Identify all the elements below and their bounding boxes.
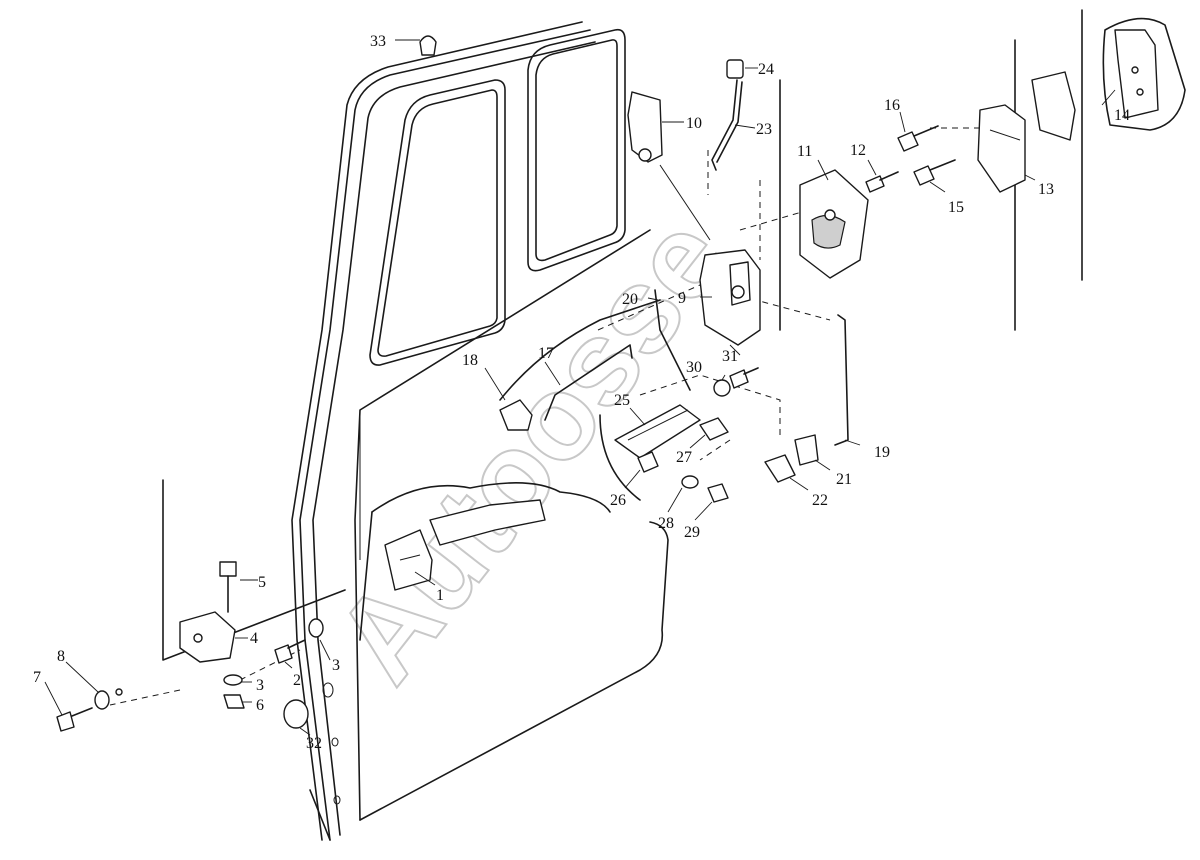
part-8-washer bbox=[94, 688, 123, 710]
callout-17: 17 bbox=[538, 345, 554, 362]
callout-3-lower: 3 bbox=[256, 677, 264, 694]
part-11-latch-block bbox=[799, 169, 869, 279]
part-29-nut bbox=[707, 483, 729, 503]
right-window bbox=[527, 28, 626, 272]
callout-28: 28 bbox=[658, 515, 674, 532]
callout-13: 13 bbox=[1038, 181, 1054, 198]
part-31-bolt bbox=[729, 367, 759, 389]
callout-29: 29 bbox=[684, 524, 700, 541]
callout-32: 32 bbox=[306, 735, 322, 752]
callout-2: 2 bbox=[293, 672, 301, 689]
callout-12: 12 bbox=[850, 142, 866, 159]
part-28-washer bbox=[681, 475, 699, 489]
part-7-bolt bbox=[56, 707, 93, 732]
part-3-washer-upper bbox=[308, 618, 324, 638]
callout-5: 5 bbox=[258, 574, 266, 591]
callout-3-upper: 3 bbox=[332, 657, 340, 674]
callout-20: 20 bbox=[622, 291, 638, 308]
callout-10: 10 bbox=[686, 115, 702, 132]
callout-labels: 33 24 10 23 16 14 11 12 15 13 20 9 18 17… bbox=[33, 33, 1130, 752]
callout-6: 6 bbox=[256, 697, 264, 714]
callout-25: 25 bbox=[614, 392, 630, 409]
callout-27: 27 bbox=[676, 449, 692, 466]
part-5-bolt bbox=[219, 561, 237, 613]
callout-18: 18 bbox=[462, 352, 478, 369]
part-19-rod bbox=[834, 314, 849, 446]
callout-7: 7 bbox=[33, 669, 41, 686]
part-25-inner-handle bbox=[614, 404, 701, 459]
callout-4: 4 bbox=[250, 630, 258, 647]
part-30-washer bbox=[713, 379, 731, 397]
callout-21: 21 bbox=[836, 471, 852, 488]
part-2-bolt bbox=[274, 639, 306, 664]
part-14-plate bbox=[1031, 17, 1186, 141]
part-26-clip bbox=[637, 451, 659, 473]
part-20-rod bbox=[654, 289, 691, 391]
part-21-bracket bbox=[794, 434, 819, 466]
part-9-lock-mechanism bbox=[699, 249, 761, 346]
callout-19: 19 bbox=[874, 444, 890, 461]
part-33-plug bbox=[419, 35, 437, 56]
callout-22: 22 bbox=[812, 492, 828, 509]
door-pillars bbox=[162, 9, 1083, 661]
part-3-washer-lower bbox=[223, 674, 243, 686]
part-15-bolt bbox=[913, 159, 956, 186]
callout-16: 16 bbox=[884, 97, 900, 114]
callout-1: 1 bbox=[436, 587, 444, 604]
callout-30: 30 bbox=[686, 359, 702, 376]
callout-26: 26 bbox=[610, 492, 626, 509]
part-10-bracket bbox=[627, 91, 711, 241]
part-6-nut bbox=[223, 694, 245, 709]
part-18-clip bbox=[499, 399, 533, 431]
part-24-cap bbox=[726, 59, 744, 79]
leader-lines bbox=[44, 39, 1116, 736]
callout-33: 33 bbox=[370, 33, 386, 50]
callout-11: 11 bbox=[797, 143, 812, 160]
callout-31: 31 bbox=[722, 348, 738, 365]
part-22-lever bbox=[764, 454, 796, 483]
callout-15: 15 bbox=[948, 199, 964, 216]
part-4-hinge bbox=[179, 611, 236, 663]
callout-8: 8 bbox=[57, 648, 65, 665]
part-32-plug bbox=[283, 682, 341, 805]
part-23-rod bbox=[711, 79, 743, 171]
left-window bbox=[369, 79, 506, 366]
part-27-clip bbox=[699, 417, 729, 441]
callout-14: 14 bbox=[1114, 107, 1130, 124]
part-17-rod bbox=[544, 344, 633, 421]
part-16-bolt bbox=[897, 125, 939, 152]
door-frame bbox=[291, 21, 669, 841]
callout-23: 23 bbox=[756, 121, 772, 138]
inner-panel bbox=[359, 299, 661, 641]
callout-24: 24 bbox=[758, 61, 774, 78]
callout-9: 9 bbox=[678, 290, 686, 307]
part-12-bolt bbox=[865, 171, 899, 193]
part-13-striker-bracket bbox=[977, 104, 1026, 193]
